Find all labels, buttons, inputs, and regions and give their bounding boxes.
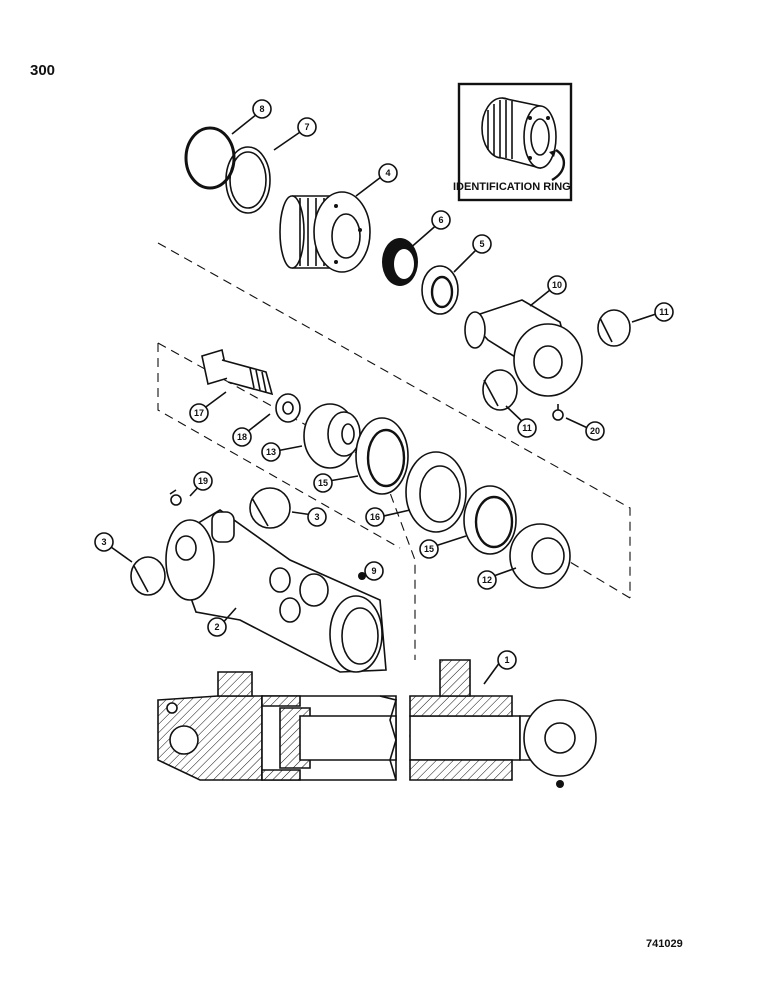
part-12-piston-end — [509, 523, 571, 589]
callouts: 1 2 3 3 4 5 6 7 8 9 10 11 11 12 13 15 15… — [94, 99, 674, 670]
identification-ring-label: IDENTIFICATION RING — [453, 181, 571, 193]
callout-15-upper: 15 — [313, 473, 333, 493]
callout-label: 2 — [214, 622, 219, 632]
part-10-rod-eye — [464, 299, 583, 397]
callout-18: 18 — [232, 427, 252, 447]
callout-label: 16 — [370, 512, 380, 522]
inset-gland-illustration — [481, 97, 565, 182]
part-7-backup-ring — [225, 146, 271, 214]
callout-label: 4 — [385, 168, 390, 178]
callout-label: 5 — [479, 239, 484, 249]
part-2-cylinder-barrel — [165, 509, 387, 673]
identification-ring-inset: IDENTIFICATION RING — [453, 82, 573, 202]
callout-label: 13 — [266, 447, 276, 457]
callout-label: 8 — [259, 104, 264, 114]
callout-label: 7 — [304, 122, 309, 132]
part-5-rod-seal — [421, 265, 459, 315]
part-11-bushing-upper — [597, 309, 631, 347]
assembled-cylinder-section — [157, 659, 597, 788]
callout-label: 11 — [522, 423, 532, 433]
callout-12: 12 — [477, 570, 497, 590]
callout-15-lower: 15 — [419, 539, 439, 559]
callout-11-upper: 11 — [654, 302, 674, 322]
callout-label: 11 — [659, 307, 669, 317]
callout-5: 5 — [472, 234, 492, 254]
callout-label: 3 — [314, 512, 319, 522]
part-3-bushing-upper — [249, 487, 291, 529]
callout-label: 18 — [237, 432, 247, 442]
callout-20: 20 — [585, 421, 605, 441]
part-4-gland — [279, 191, 371, 273]
callout-1: 1 — [497, 650, 517, 670]
part-13-spacer — [303, 403, 361, 469]
callout-8: 8 — [252, 99, 272, 119]
part-17-bolt — [201, 348, 274, 396]
part-15-seal-upper — [355, 417, 409, 495]
callout-4: 4 — [378, 163, 398, 183]
callout-label: 15 — [424, 544, 434, 554]
callout-label: 10 — [552, 280, 562, 290]
callout-label: 20 — [590, 426, 600, 436]
part-15-seal-lower — [463, 485, 517, 555]
callout-label: 19 — [198, 476, 208, 486]
part-3-bushing-left — [130, 556, 166, 596]
part-6-wiper-seal — [382, 238, 418, 286]
callout-label: 3 — [101, 537, 106, 547]
callout-16: 16 — [365, 507, 385, 527]
drawing-code: 741029 — [646, 938, 683, 950]
callout-label: 6 — [438, 215, 443, 225]
callout-13: 13 — [261, 442, 281, 462]
part-11-bushing-lower — [482, 369, 518, 411]
callout-11-lower: 11 — [517, 418, 537, 438]
callout-9: 9 — [364, 561, 384, 581]
callout-3-upper: 3 — [307, 507, 327, 527]
callout-3-left: 3 — [94, 532, 114, 552]
callout-17: 17 — [189, 403, 209, 423]
page-number: 300 — [30, 62, 56, 79]
part-18-washer — [275, 393, 301, 423]
part-16-piston — [405, 451, 467, 533]
callout-label: 1 — [504, 655, 509, 665]
callout-10: 10 — [547, 275, 567, 295]
callout-label: 12 — [482, 575, 492, 585]
leader-lines — [103, 109, 663, 685]
part-19-grease-fitting — [169, 489, 182, 506]
callout-7: 7 — [297, 117, 317, 137]
callout-label: 15 — [318, 478, 328, 488]
part-20-grease-fitting — [552, 404, 564, 421]
callout-19: 19 — [193, 471, 213, 491]
callout-label: 17 — [194, 408, 204, 418]
part-8-snap-ring — [184, 126, 236, 190]
callout-6: 6 — [431, 210, 451, 230]
callout-2: 2 — [207, 617, 227, 637]
callout-label: 9 — [371, 566, 376, 576]
